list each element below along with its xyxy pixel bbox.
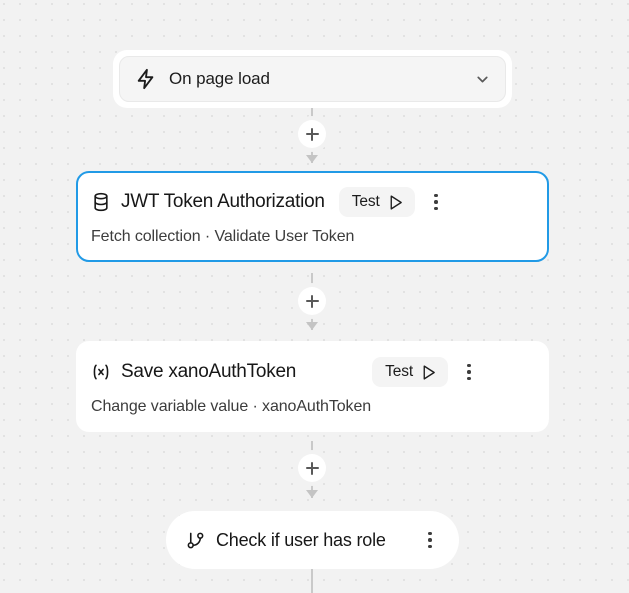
- add-step-button-1[interactable]: [298, 120, 326, 148]
- connector-arrow-1: [306, 155, 318, 163]
- test-button[interactable]: Test: [372, 357, 449, 387]
- plus-icon-vertical: [311, 294, 313, 308]
- zap-icon: [137, 68, 154, 90]
- connector-arrow-2: [306, 322, 318, 330]
- chevron-down-icon[interactable]: [474, 71, 491, 88]
- step-card-header: JWT Token Authorization Test: [91, 187, 531, 217]
- step-card-header: Save xanoAuthToken Test: [91, 357, 531, 387]
- play-icon: [423, 364, 435, 380]
- step-card-title: Save xanoAuthToken: [121, 361, 297, 382]
- kebab-menu-icon[interactable]: [458, 359, 480, 385]
- connector-arrow-3: [306, 490, 318, 498]
- kebab-dot: [428, 538, 432, 542]
- add-step-button-3[interactable]: [298, 454, 326, 482]
- trigger-label: On page load: [169, 69, 270, 88]
- git-branch-icon: [187, 532, 204, 548]
- play-icon: [390, 194, 402, 210]
- branch-node-check-if-user-has-role[interactable]: Check if user has role: [166, 511, 459, 569]
- step-card-title: JWT Token Authorization: [121, 191, 325, 212]
- database-icon: [94, 192, 108, 212]
- kebab-dot: [434, 200, 438, 204]
- kebab-dot: [434, 206, 438, 211]
- test-button-label: Test: [385, 363, 414, 380]
- kebab-dot: [428, 531, 432, 536]
- step-card-save-xanoauthtoken[interactable]: Save xanoAuthToken Test Change variable …: [76, 341, 549, 432]
- add-step-button-2[interactable]: [298, 287, 326, 315]
- test-button-label: Test: [351, 193, 380, 210]
- kebab-menu-icon[interactable]: [425, 189, 447, 215]
- variable-icon: [93, 364, 109, 380]
- kebab-dot: [467, 370, 471, 374]
- step-card-jwt-token-authorization[interactable]: JWT Token Authorization Test Fetch colle…: [76, 171, 549, 262]
- trigger-node-button[interactable]: On page load: [119, 56, 506, 102]
- kebab-dot: [434, 193, 438, 198]
- plus-icon-vertical: [311, 127, 313, 141]
- step-card-subtitle: Change variable value · xanoAuthToken: [91, 398, 372, 415]
- test-button[interactable]: Test: [338, 187, 415, 217]
- kebab-menu-icon[interactable]: [419, 527, 441, 553]
- connector-line-4: [311, 569, 313, 593]
- kebab-dot: [467, 363, 471, 368]
- plus-icon-vertical: [311, 461, 313, 475]
- kebab-dot: [428, 544, 432, 549]
- step-card-subtitle: Fetch collection · Validate User Token: [91, 228, 355, 245]
- trigger-node: On page load: [113, 50, 512, 108]
- branch-node-label: Check if user has role: [216, 529, 386, 550]
- kebab-dot: [467, 376, 471, 381]
